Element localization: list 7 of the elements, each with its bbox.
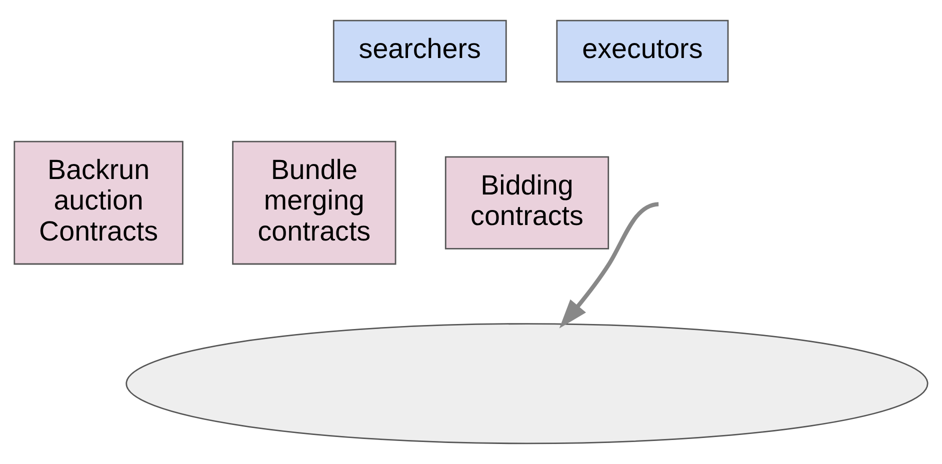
node-box: executors — [556, 20, 729, 82]
node-cloud — [126, 323, 928, 444]
node-box: Backrun auction Contracts — [14, 140, 184, 265]
node-box: Bundle merging contracts — [232, 140, 396, 265]
node-box: searchers — [332, 20, 507, 82]
node-box: Bidding contracts — [444, 156, 610, 250]
arrow — [559, 202, 659, 328]
